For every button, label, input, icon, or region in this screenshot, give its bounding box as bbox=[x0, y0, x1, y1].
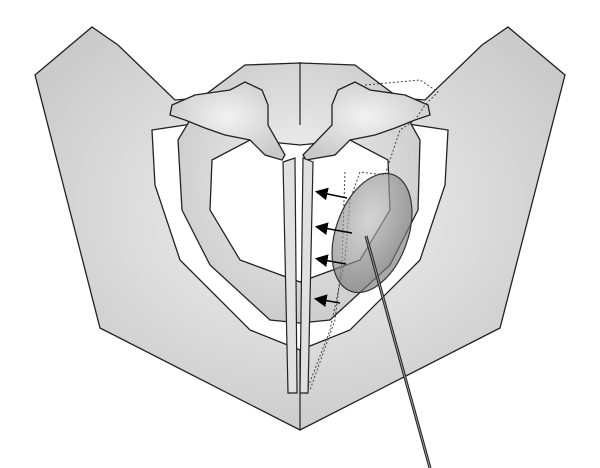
arrow-left-icon bbox=[313, 294, 341, 307]
arrow-left-icon bbox=[314, 254, 347, 267]
arrow-left-icon bbox=[314, 187, 348, 201]
needle-icon bbox=[364, 235, 432, 468]
right-vocal-fold bbox=[299, 157, 314, 394]
left-arytenoid bbox=[169, 81, 286, 161]
left-vocal-fold bbox=[282, 157, 298, 394]
arrow-left-icon bbox=[314, 222, 353, 235]
injection-bolus bbox=[331, 172, 413, 294]
medialization-arrows bbox=[313, 187, 353, 307]
right-arytenoid bbox=[302, 81, 431, 161]
